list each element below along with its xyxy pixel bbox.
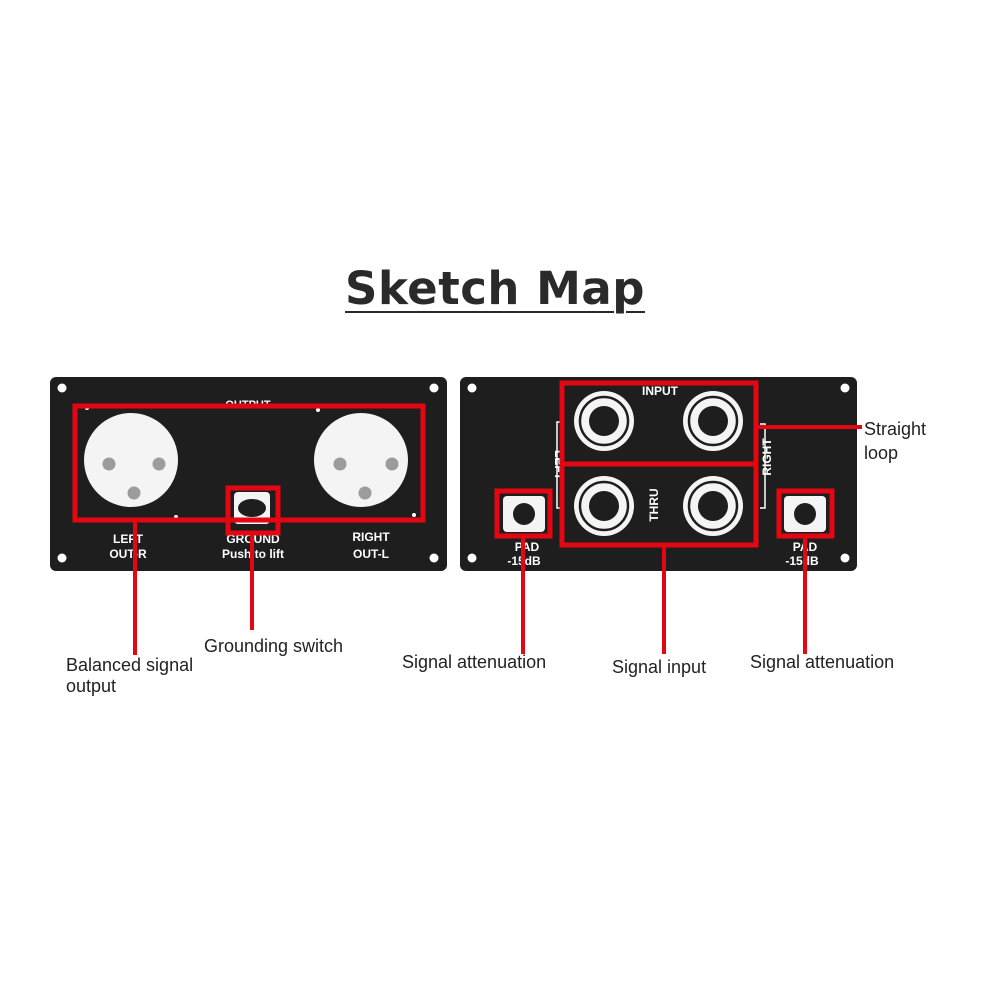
callout-grounding-switch: Grounding switch [204,636,344,656]
screw-hole [467,383,477,393]
screw-hole [840,383,850,393]
balanced-output-highlight [72,403,426,523]
screw-hole [429,383,439,393]
right-panel: INPUT LEFT RIGHT THRU [460,377,857,571]
callout-attenuation-right: Signal attenuation [750,652,895,672]
pad-right-switch [784,496,826,532]
pad-left-switch [503,496,545,532]
callout-lines [133,425,862,655]
left-out-sub-label: OUT-R [109,547,147,561]
right-out-sub-label: OUT-L [353,547,389,561]
page-title: Sketch Map [345,262,645,315]
left-panel: OUTPUT LEFT OUT-R GROUND Push to lift [50,377,447,571]
screw-hole [57,383,67,393]
left-out-label: LEFT [113,532,144,546]
right-bracket [760,423,766,509]
xlr-left-connector [84,413,178,507]
thru-label: THRU [647,488,661,521]
rca-input-left-jack [574,391,634,451]
callout-straight-loop: Straight loop [864,419,927,463]
screw-hole [840,553,850,563]
right-side-label: RIGHT [760,438,774,476]
rca-thru-left-jack [574,476,634,536]
screw-hole [57,553,67,563]
ground-switch [234,492,270,524]
input-label: INPUT [642,384,679,398]
rca-thru-right-jack [683,476,743,536]
pad-left-label: PAD [515,540,540,554]
callout-signal-input: Signal input [612,657,707,677]
screw-hole [429,553,439,563]
indicator-dot [316,408,320,412]
rca-input-right-jack [683,391,743,451]
callout-attenuation-left: Signal attenuation [402,652,547,672]
screw-hole [467,553,477,563]
indicator-dot [412,513,416,517]
xlr-right-connector [314,413,408,507]
callout-balanced-output: Balanced signal output [66,655,194,696]
pad-right-db-label: -15dB [785,554,819,568]
right-out-label: RIGHT [352,530,390,544]
